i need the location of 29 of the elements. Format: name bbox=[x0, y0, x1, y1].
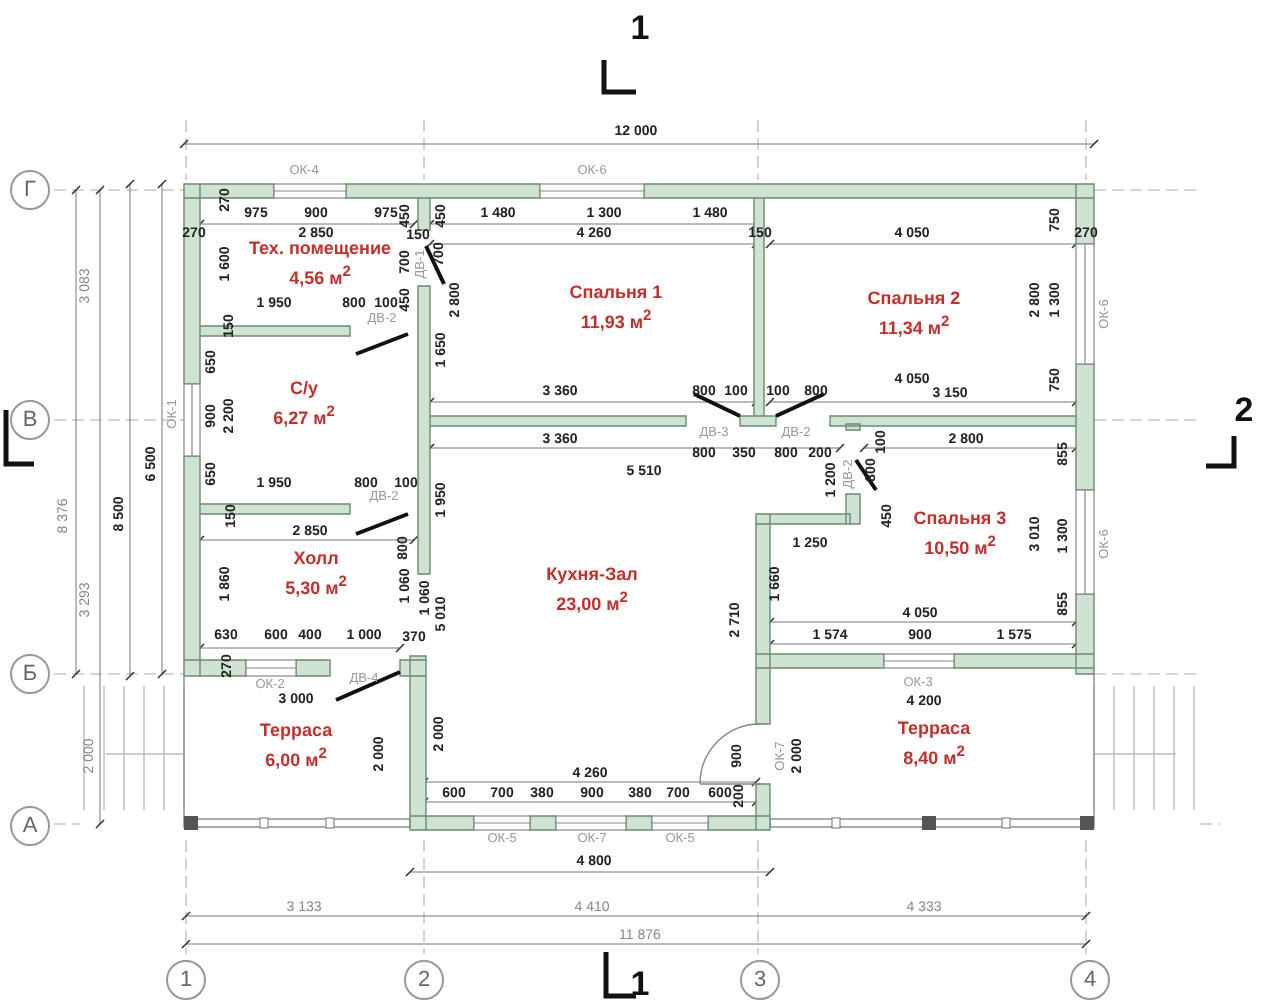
room-name: Тех. помещение bbox=[249, 237, 391, 261]
room-name: Терраса bbox=[897, 717, 971, 741]
room-area: 23,00 м$^{2}$ bbox=[556, 587, 628, 617]
room-area: 6,27 м$^{2}$ bbox=[273, 401, 335, 431]
room-name: Спальня 1 bbox=[569, 281, 663, 305]
room-area: 4,56 м$^{2}$ bbox=[289, 261, 351, 291]
room-area: 11,93 м$^{2}$ bbox=[580, 305, 652, 335]
axis-bubble: 2 bbox=[404, 960, 444, 1000]
room-area: 11,34 м$^{2}$ bbox=[878, 311, 950, 341]
axis-bubble: Г bbox=[10, 170, 50, 210]
axis-bubble: 3 bbox=[740, 960, 780, 1000]
section-number: 1 bbox=[630, 11, 650, 45]
axis-bubble: Б bbox=[10, 654, 50, 694]
room-name: Терраса bbox=[259, 719, 333, 743]
room-name: Спальня 2 bbox=[867, 287, 961, 311]
section-number: 2 bbox=[1234, 393, 1254, 427]
room-area: 8,40 м$^{2}$ bbox=[903, 741, 965, 771]
room-name: Кухня-Зал bbox=[546, 563, 638, 587]
room-name: Холл bbox=[293, 547, 339, 571]
room-name: С/у bbox=[289, 377, 318, 401]
axis-bubble: 1 bbox=[166, 960, 206, 1000]
room-name: Спальня 3 bbox=[913, 507, 1007, 531]
room-area: 5,30 м$^{2}$ bbox=[285, 571, 347, 601]
section-number: 1 bbox=[630, 967, 650, 1001]
room-area: 10,50 м$^{2}$ bbox=[924, 531, 996, 561]
axis-bubble: 4 bbox=[1070, 960, 1110, 1000]
room-area: 6,00 м$^{2}$ bbox=[265, 743, 327, 773]
axis-bubble: В bbox=[10, 400, 50, 440]
axis-bubble: А bbox=[10, 806, 50, 846]
